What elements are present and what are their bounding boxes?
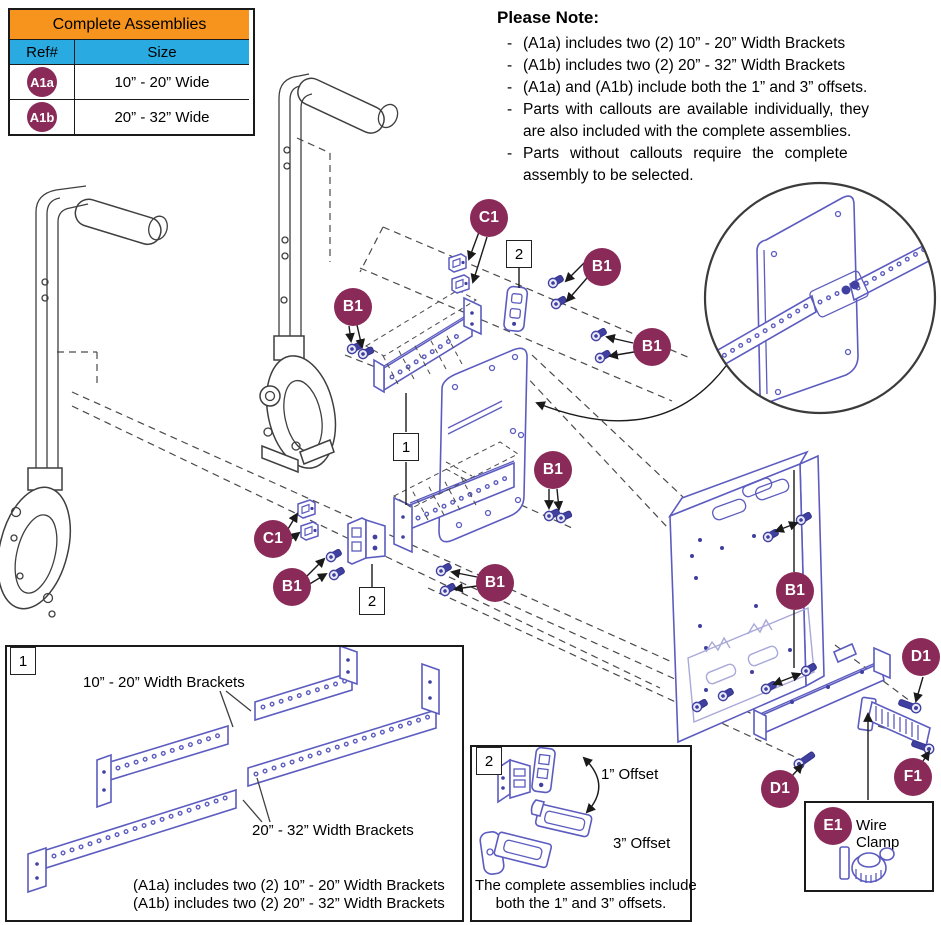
offset-bracket-upper-drawing [503, 285, 529, 333]
inset2-note2: both the 1” and 3” offsets. [495, 895, 667, 912]
callout-b1-center[interactable]: B1 [534, 451, 572, 489]
callout-d1-top[interactable]: D1 [902, 638, 940, 676]
offset-bracket-lower-drawing [347, 517, 386, 565]
table-col-size: Size [74, 39, 249, 64]
retainer-clips-upper-drawing [448, 253, 470, 294]
magnifier-detail-circle [535, 181, 937, 422]
callout-f1[interactable]: F1 [894, 758, 932, 796]
size-a1a: 10” - 20” Wide [74, 64, 249, 99]
callout-c1-upper[interactable]: C1 [470, 199, 508, 237]
callout-d1-bottom[interactable]: D1 [761, 770, 799, 808]
retainer-clips-lower-drawing [297, 499, 319, 541]
ghost-bracket-drawing [687, 606, 815, 724]
callout-b1-panel[interactable]: B1 [776, 572, 814, 610]
leader-arrows [287, 231, 931, 800]
wire-clamp-icon [839, 846, 895, 883]
right-mounting-plate-drawing [667, 450, 936, 772]
note-line: -Parts without callouts require the comp… [507, 145, 848, 162]
note-line: -(A1b) includes two (2) 20” - 32” Width … [507, 57, 846, 74]
please-note-block: Please Note: -(A1a) includes two (2) 10”… [497, 8, 939, 187]
complete-assemblies-table: Complete Assemblies Ref# Size A1a 10” - … [8, 8, 255, 136]
inset2-label-1in: 1” Offset [601, 766, 659, 783]
note-line: -(A1a) and (A1b) include both the 1” and… [507, 79, 868, 96]
itembox-2-lower: 2 [359, 587, 385, 615]
note-title: Please Note: [497, 8, 600, 27]
ref-badge-a1a[interactable]: A1a [27, 67, 57, 97]
inset2-number: 2 [476, 747, 502, 775]
inset1-number: 1 [10, 647, 36, 675]
wire-clamp-box: E1 Wire Clamp [804, 801, 934, 892]
inset-width-brackets [5, 645, 464, 922]
inset1-note1: (A1a) includes two (2) 10” - 20” Width B… [133, 877, 445, 894]
table-col-ref: Ref# [10, 39, 74, 64]
note-line: -Parts with callouts are available indiv… [507, 101, 869, 118]
bottom-bracket-drawing [753, 642, 891, 742]
inset1-label-top: 10” - 20” Width Brackets [83, 674, 245, 691]
table-row: A1b 20” - 32” Wide [10, 99, 253, 134]
lower-width-bracket-drawing [393, 441, 519, 554]
upper-width-bracket-drawing [365, 289, 482, 394]
inset1-brackets-drawing [27, 644, 440, 894]
callout-b1-left[interactable]: B1 [334, 288, 372, 326]
callout-b1-lower-left[interactable]: B1 [273, 568, 311, 606]
note-line: are also included with the complete asse… [523, 123, 852, 140]
handpost-left-drawing [0, 185, 168, 618]
handpost-middle-drawing [259, 73, 399, 474]
note-line: -(A1a) includes two (2) 10” - 20” Width … [507, 35, 846, 52]
itembox-1-center: 1 [393, 433, 419, 461]
inset2-note1: The complete assemblies include [475, 877, 697, 894]
callout-e1[interactable]: E1 [814, 807, 852, 845]
center-assembly-drawing [297, 253, 613, 598]
callout-b1-lower-mid[interactable]: B1 [476, 564, 514, 602]
inset1-note2: (A1b) includes two (2) 20” - 32” Width B… [133, 895, 445, 912]
table-title: Complete Assemblies [10, 10, 249, 39]
wire-clamp-label: Wire Clamp [856, 817, 900, 851]
callout-b1-upper-right[interactable]: B1 [583, 248, 621, 286]
inset2-label-3in: 3” Offset [613, 835, 671, 852]
table-row: A1a 10” - 20” Wide [10, 64, 253, 99]
size-a1b: 20” - 32” Wide [74, 99, 249, 134]
note-line: assembly to be selected. [523, 167, 694, 184]
itembox-2-upper: 2 [506, 240, 532, 268]
ref-badge-a1b[interactable]: A1b [27, 102, 57, 132]
callout-b1-right[interactable]: B1 [633, 328, 671, 366]
callout-c1-lower[interactable]: C1 [254, 520, 292, 558]
inset1-label-bottom: 20” - 32” Width Brackets [252, 822, 414, 839]
inset-offsets [470, 745, 692, 922]
inset2-offsets-drawing [479, 746, 600, 875]
